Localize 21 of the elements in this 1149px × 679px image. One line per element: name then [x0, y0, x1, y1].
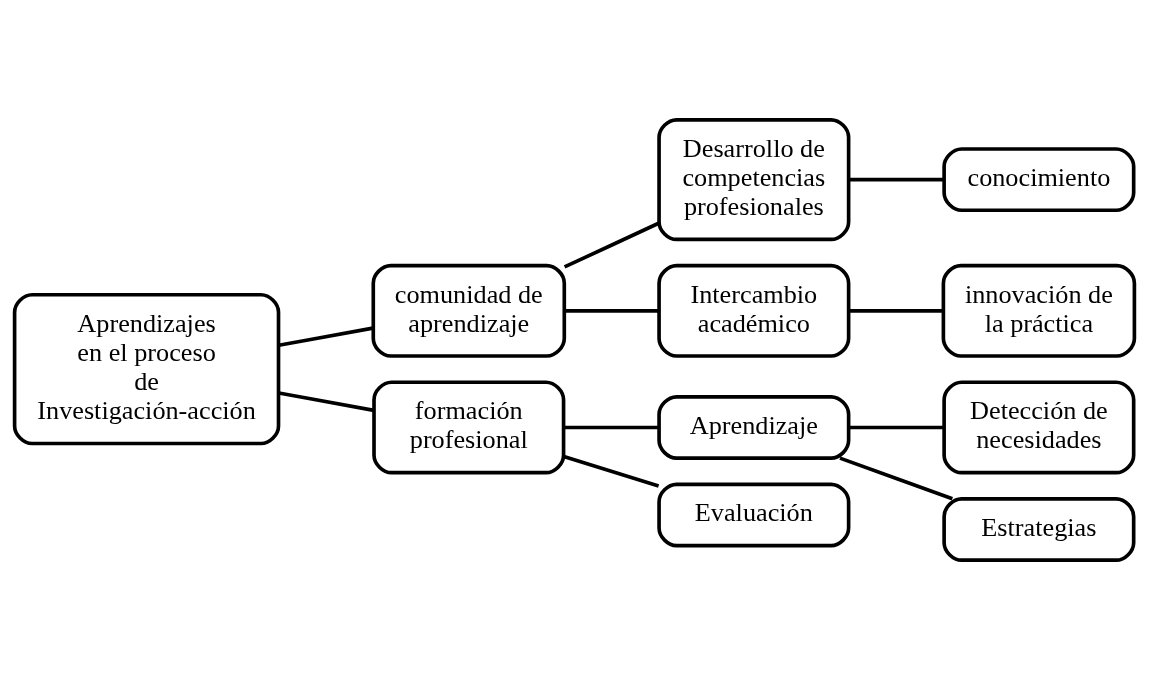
node-box: Detección de necesidades: [942, 379, 1136, 474]
node-box: Aprendizaje: [657, 394, 851, 460]
node-box: innovación de la práctica: [941, 263, 1137, 358]
connector: [278, 325, 374, 347]
connector: [564, 308, 659, 313]
connector: [848, 308, 944, 313]
connector: [563, 221, 660, 269]
node-box: Desarrollo de competencias profesionales: [657, 117, 851, 241]
node-box: Evaluación: [657, 482, 851, 547]
connector: [848, 177, 944, 181]
connector: [848, 425, 944, 429]
connector: [839, 455, 953, 500]
node-box: Aprendizajes en el proceso de Investigación-acción: [12, 292, 281, 445]
connector: [278, 390, 375, 412]
connector: [563, 454, 660, 488]
node-box: conocimiento: [942, 146, 1136, 212]
node-box: Intercambio académico: [657, 263, 851, 358]
connector: [563, 425, 659, 429]
node-box: Estrategias: [942, 496, 1136, 562]
node-box: comunidad de aprendizaje: [371, 263, 567, 358]
node-box: formación profesional: [372, 379, 566, 474]
